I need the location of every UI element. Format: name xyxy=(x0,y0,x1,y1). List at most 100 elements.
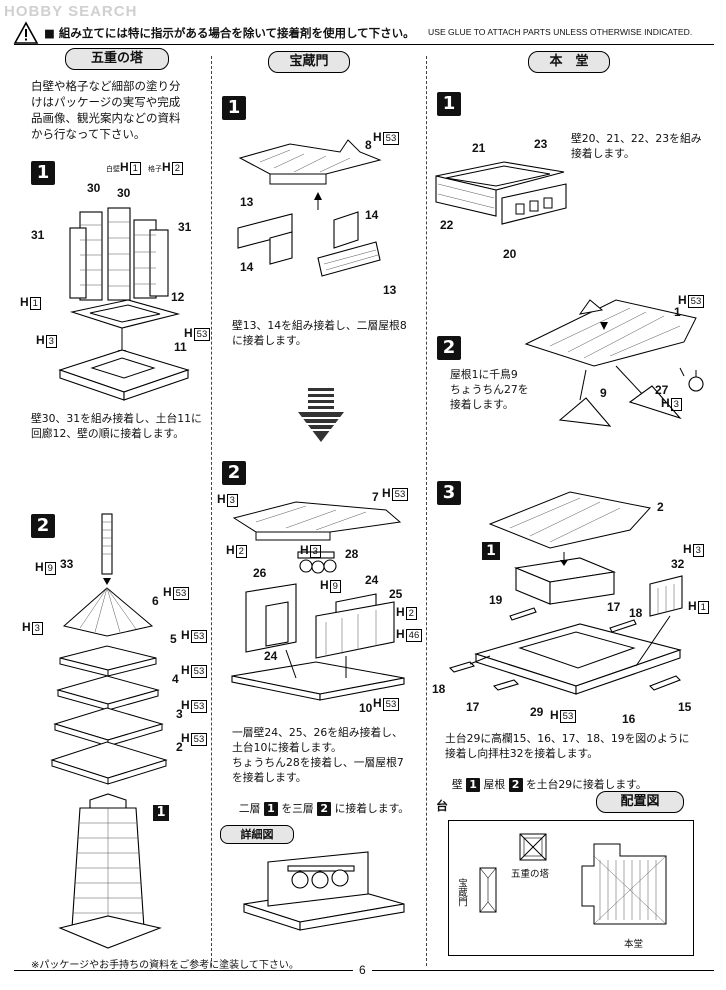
hall-step3-badge: 3 xyxy=(437,481,461,505)
part-3: 3 xyxy=(176,707,183,721)
gate-step2-illustration xyxy=(231,501,405,701)
hall-step1-text: 壁20、21、22、23を組み 接着します。 xyxy=(571,132,702,160)
part-5: 5 xyxy=(170,632,177,646)
part-24b: 24 xyxy=(264,649,278,663)
part-8: 8 xyxy=(365,138,372,152)
part-17a: 17 xyxy=(607,600,621,614)
footnote: ※パッケージやお手持ちの資料をご参考に塗装して下さい。 xyxy=(31,960,299,971)
column-divider-1 xyxy=(211,56,212,966)
gate-step1-text: 壁13、14を組み接着し、二層屋根8 に接着します。 xyxy=(232,319,407,347)
part-15: 15 xyxy=(678,700,692,714)
hall-step2-illustration xyxy=(524,299,704,427)
part-23: 23 xyxy=(534,137,548,151)
part-1: 1 xyxy=(674,305,681,319)
gate-detail-illustration xyxy=(243,851,405,931)
part-24a: 24 xyxy=(365,573,379,587)
part-30a: 30 xyxy=(87,181,101,195)
gate-step2-badge: 2 xyxy=(222,461,246,485)
hall-step2-badge: 2 xyxy=(437,336,461,360)
hall-step3-illustration xyxy=(448,491,683,695)
hall-step3-text: 土台29に高欄15、16、17、18、19を図のように 接着し向拝柱32を接着し… xyxy=(445,732,690,760)
part-31a: 31 xyxy=(31,228,45,242)
pagoda-section-title: 五重の塔 xyxy=(65,48,169,70)
part-1-hall-badge: 1 xyxy=(482,542,500,560)
part-26: 26 xyxy=(253,566,267,580)
pagoda-step2-illustration xyxy=(50,513,168,949)
part-18a: 18 xyxy=(629,606,643,620)
part-28: 28 xyxy=(345,547,359,561)
part-14b: 14 xyxy=(240,260,254,274)
part-4: 4 xyxy=(172,672,179,686)
part-16: 16 xyxy=(622,712,636,726)
part-19: 19 xyxy=(489,593,503,607)
part-32: 32 xyxy=(671,557,685,571)
part-9: 9 xyxy=(600,386,607,400)
gate-step1-illustration xyxy=(237,139,382,277)
part-10: 10 xyxy=(359,701,373,715)
hall-step2-text: 屋根1に千鳥9 ちょうちん27を 接着します。 xyxy=(450,368,529,411)
layout-label-gate: 宝蔵門 xyxy=(456,878,467,907)
part-25: 25 xyxy=(389,587,403,601)
down-arrow-icon xyxy=(298,388,344,442)
part-30b: 30 xyxy=(117,186,131,200)
part-18b: 18 xyxy=(432,682,446,696)
pagoda-step1-badge: 1 xyxy=(31,161,55,185)
gate-step2-text: 一層壁24、25、26を組み接着し、 土台10に接着します。 ちょうちん28を接… xyxy=(232,726,404,784)
layout-diagram xyxy=(479,833,667,925)
layout-diagram-title: 配置図 xyxy=(596,791,684,813)
layout-label-hall: 本堂 xyxy=(624,939,644,950)
gate-step2-final: 二層 1 を三層 2 に接着します。 xyxy=(238,802,410,816)
layout-label-pagoda: 五重の塔 xyxy=(511,869,550,880)
page-number: 6 xyxy=(353,963,372,977)
hall-step1-illustration xyxy=(435,161,567,225)
column-divider-2 xyxy=(426,56,427,966)
part-12: 12 xyxy=(171,290,185,304)
layout-base-label: 台 xyxy=(436,799,449,813)
part-21: 21 xyxy=(472,141,486,155)
pagoda-step1-illustration xyxy=(58,207,190,401)
hall-section-title: 本 堂 xyxy=(528,51,610,73)
header-bar xyxy=(14,22,714,45)
part-2-hall: 2 xyxy=(657,500,664,514)
part-33: 33 xyxy=(60,557,74,571)
hall-step3-final: 壁 1 屋根 2 を土台29に接着します。 xyxy=(451,778,647,792)
pagoda-intro: 白壁や格子など細部の塗り分 けはパッケージの実写や完成 品画像、観光案内などの資… xyxy=(31,79,181,141)
part-22: 22 xyxy=(440,218,454,232)
warning-icon xyxy=(13,21,39,44)
part-6: 6 xyxy=(152,594,159,608)
part-17b: 17 xyxy=(466,700,480,714)
watermark: HOBBY SEARCH xyxy=(4,3,138,20)
part-13b: 13 xyxy=(383,283,397,297)
part-14a: 14 xyxy=(365,208,379,222)
part-13a: 13 xyxy=(240,195,254,209)
instruction-jp: ■ 組み立てには特に指示がある場合を除いて接着剤を使用して下さい。 xyxy=(44,26,415,40)
part-20: 20 xyxy=(503,247,517,261)
part-11: 11 xyxy=(174,340,187,354)
pagoda-ref-step1: 1 xyxy=(153,805,169,821)
